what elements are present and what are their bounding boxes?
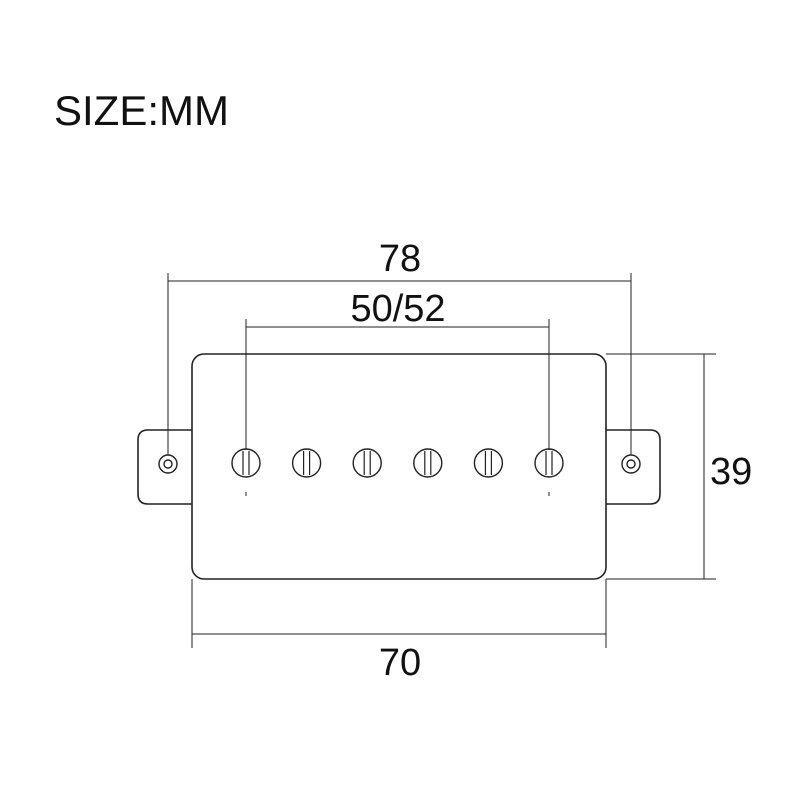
- pole-spacing-dimension: 50/52: [245, 288, 550, 450]
- overall-length-label: 78: [379, 238, 421, 280]
- pole-pieces: [231, 448, 564, 478]
- body-length-label: 70: [379, 642, 421, 684]
- right-screw-hole: [621, 454, 641, 474]
- left-screw-hole: [158, 454, 178, 474]
- pole-piece: [352, 448, 382, 478]
- size-unit-title: SIZE:MM: [54, 87, 229, 134]
- pole-piece: [231, 448, 261, 478]
- height-dimension: 39: [606, 353, 752, 580]
- pole-piece: [473, 448, 504, 478]
- body-length-dimension: 70: [191, 579, 607, 684]
- pole-piece: [534, 448, 564, 478]
- pole-piece: [413, 448, 443, 478]
- pole-piece: [291, 448, 322, 478]
- height-label: 39: [710, 451, 752, 493]
- pole-spacing-label: 50/52: [350, 288, 445, 330]
- overall-length-dimension: 78: [167, 238, 632, 455]
- pickup-body: [191, 353, 607, 580]
